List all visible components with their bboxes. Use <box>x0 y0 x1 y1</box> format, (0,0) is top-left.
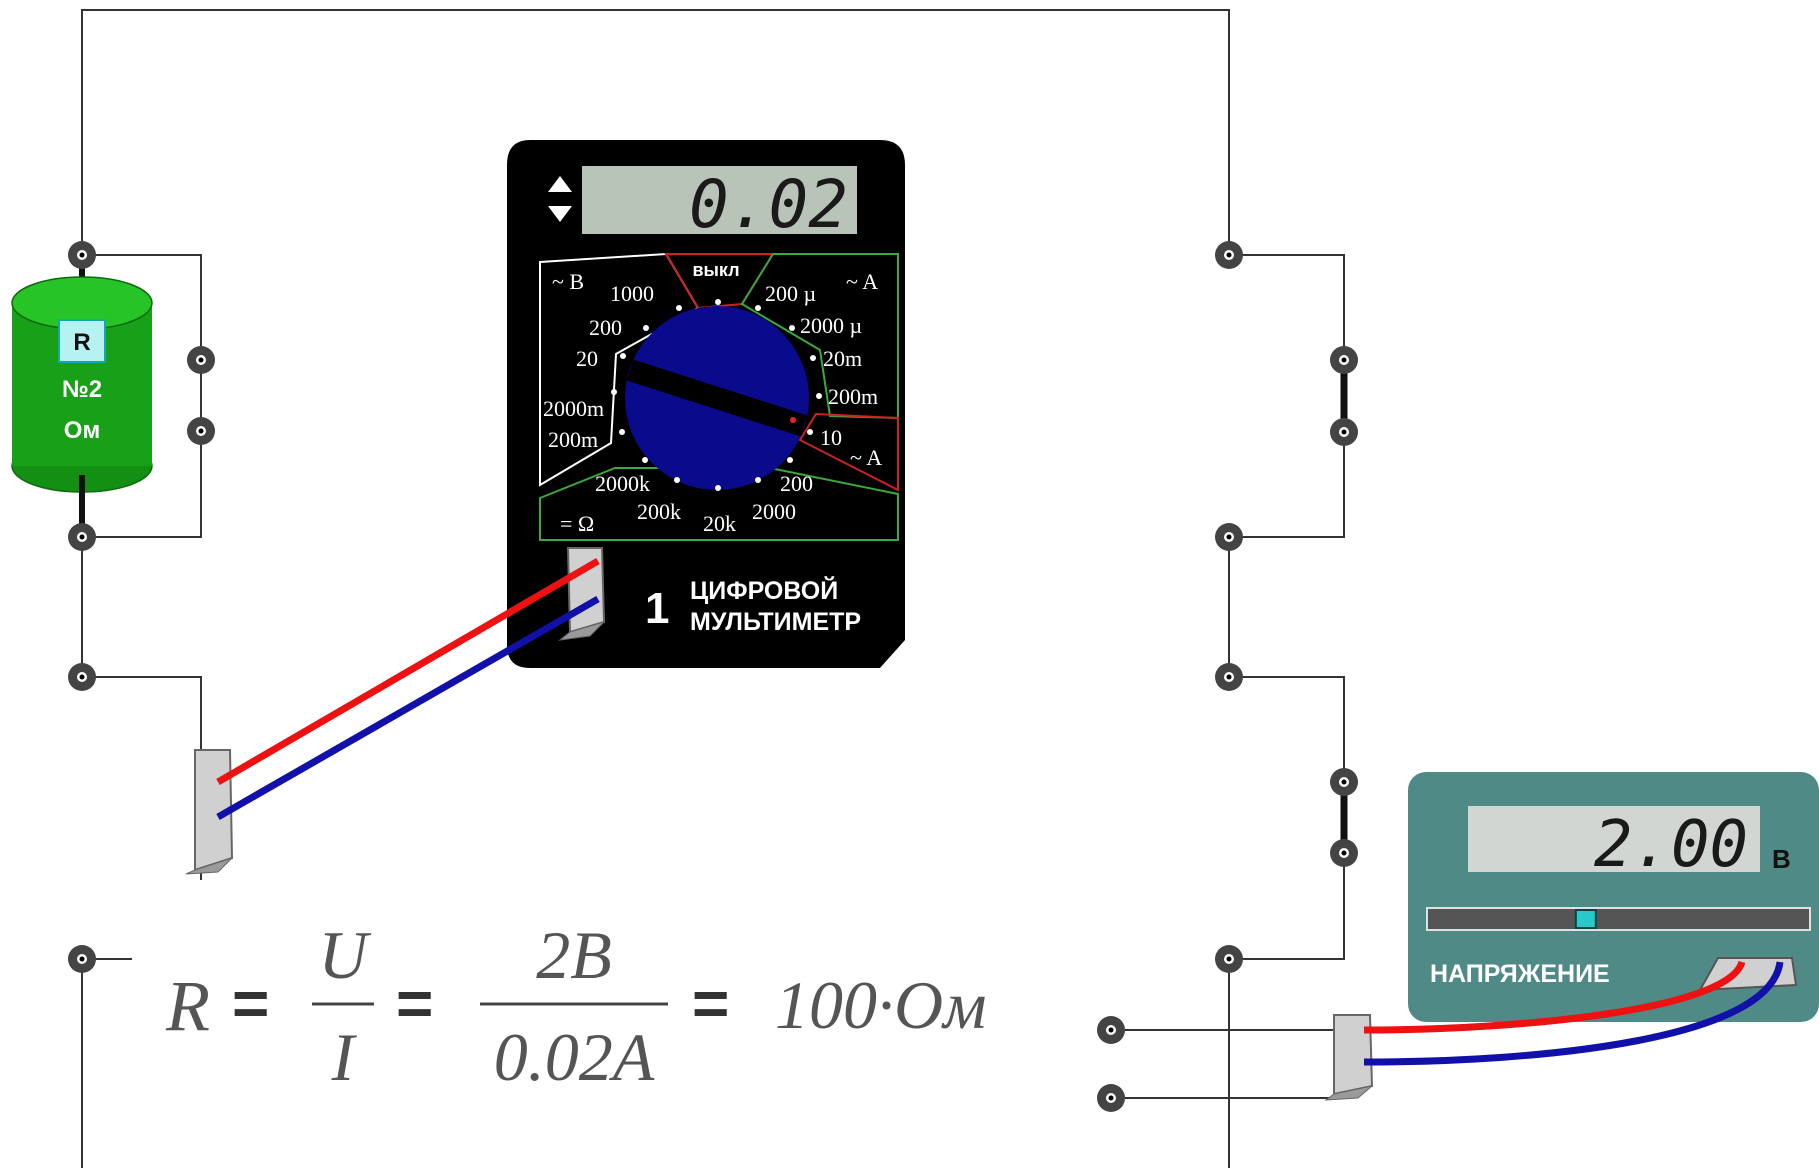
terminal[interactable] <box>187 346 215 374</box>
left-probe-wire <box>82 676 202 780</box>
current-section-label: ~ A <box>846 269 878 294</box>
voltage-label: НАПРЯЖЕНИЕ <box>1430 960 1610 988</box>
voltage-section-label: ~ B <box>552 269 584 294</box>
resistor-bypass-wire <box>82 254 202 538</box>
formula: R = U I = 2B 0.02A = 100·Ом <box>165 917 987 1095</box>
formula-den-2: 0.02A <box>494 1019 655 1095</box>
current-range-frame <box>740 253 899 420</box>
multimeter-lcd <box>582 166 857 234</box>
range-v-1000: 1000 <box>610 281 654 306</box>
dc-current-section-label: ~ A <box>850 445 882 470</box>
dial-ticks <box>611 299 822 491</box>
terminal[interactable] <box>1097 1084 1125 1112</box>
multimeter-reading: 0.02 <box>689 166 848 243</box>
top-wire <box>81 9 1230 255</box>
right-lower-loop <box>1229 676 1345 960</box>
formula-num-1: U <box>318 917 371 993</box>
range-a-10: 10 <box>820 425 842 450</box>
range-a-2000u: 2000 µ <box>800 313 862 338</box>
formula-result: 100·Ом <box>775 967 987 1043</box>
digital-multimeter[interactable]: 0.02 выкл ~ B ~ A ~ A = Ω 1000 200 <box>507 140 905 668</box>
voltage-unit: В <box>1772 844 1791 874</box>
ohm-range-frame <box>539 467 899 541</box>
resistor-component[interactable]: R №2 Ом <box>11 255 153 537</box>
range-ohm-2000k: 2000k <box>595 471 650 496</box>
range-v-2000m: 2000m <box>543 396 604 421</box>
resistor-unit: Ом <box>64 417 100 444</box>
voltage-source[interactable]: 2.00 В НАПРЯЖЕНИЕ <box>1408 772 1819 1022</box>
dc-current-frame <box>798 412 899 492</box>
voltage-slider-track[interactable] <box>1426 907 1811 931</box>
selector-pointer <box>626 359 808 437</box>
formula-eq-3: = <box>692 967 729 1039</box>
voltage-reading: 2.00 <box>1594 808 1748 882</box>
range-v-20: 20 <box>576 346 598 371</box>
formula-lhs: R <box>165 966 210 1046</box>
terminals <box>68 241 1358 1112</box>
range-up-arrow-icon[interactable] <box>548 176 572 192</box>
voltage-slider-thumb[interactable] <box>1574 909 1597 929</box>
multimeter-title-line2: МУЛЬТИМЕТР <box>690 608 861 636</box>
terminal[interactable] <box>1330 768 1358 796</box>
resistor-tag: R <box>73 329 90 356</box>
terminal[interactable] <box>1215 241 1243 269</box>
multimeter-probe-socket[interactable] <box>566 547 606 634</box>
terminal[interactable] <box>1215 945 1243 973</box>
range-a-200u: 200 µ <box>765 281 816 306</box>
resistor-number: №2 <box>62 376 102 403</box>
range-down-arrow-icon[interactable] <box>548 206 572 222</box>
range-ohm-20k: 20k <box>703 511 736 536</box>
voltage-lcd <box>1468 806 1760 872</box>
terminal[interactable] <box>1330 418 1358 446</box>
formula-num-2: 2B <box>536 917 612 993</box>
source-red-wire[interactable] <box>1363 960 1746 1034</box>
terminal[interactable] <box>187 417 215 445</box>
formula-eq-1: = <box>232 967 269 1039</box>
terminal[interactable] <box>1215 523 1243 551</box>
terminal[interactable] <box>1330 346 1358 374</box>
selector-indicator <box>790 417 796 423</box>
terminal[interactable] <box>68 663 96 691</box>
source-blue-wire[interactable] <box>1363 961 1784 1066</box>
terminal[interactable] <box>1215 663 1243 691</box>
red-probe-wire[interactable] <box>216 557 600 786</box>
off-label: выкл <box>692 260 739 280</box>
terminal[interactable] <box>68 241 96 269</box>
range-ohm-200: 200 <box>780 471 813 496</box>
terminal[interactable] <box>1330 839 1358 867</box>
range-ohm-2000: 2000 <box>752 499 796 524</box>
terminal[interactable] <box>68 945 96 973</box>
multimeter-number: 1 <box>645 584 669 633</box>
multimeter-title-line1: ЦИФРОВОЙ <box>690 575 838 605</box>
formula-eq-2: = <box>396 967 433 1039</box>
range-v-200m: 200m <box>548 427 598 452</box>
range-a-20m: 20m <box>823 346 862 371</box>
range-ohm-200k: 200k <box>637 499 681 524</box>
terminal[interactable] <box>1097 1016 1125 1044</box>
right-upper-loop <box>1229 254 1345 538</box>
resistor-tag-box <box>58 319 106 363</box>
blue-probe-wire[interactable] <box>216 595 600 821</box>
source-probe-connector[interactable] <box>1324 1014 1374 1101</box>
ohm-section-label: = Ω <box>560 511 594 536</box>
formula-den-1: I <box>331 1019 358 1095</box>
range-v-200: 200 <box>589 315 622 340</box>
range-a-200m: 200m <box>828 384 878 409</box>
terminal[interactable] <box>68 523 96 551</box>
